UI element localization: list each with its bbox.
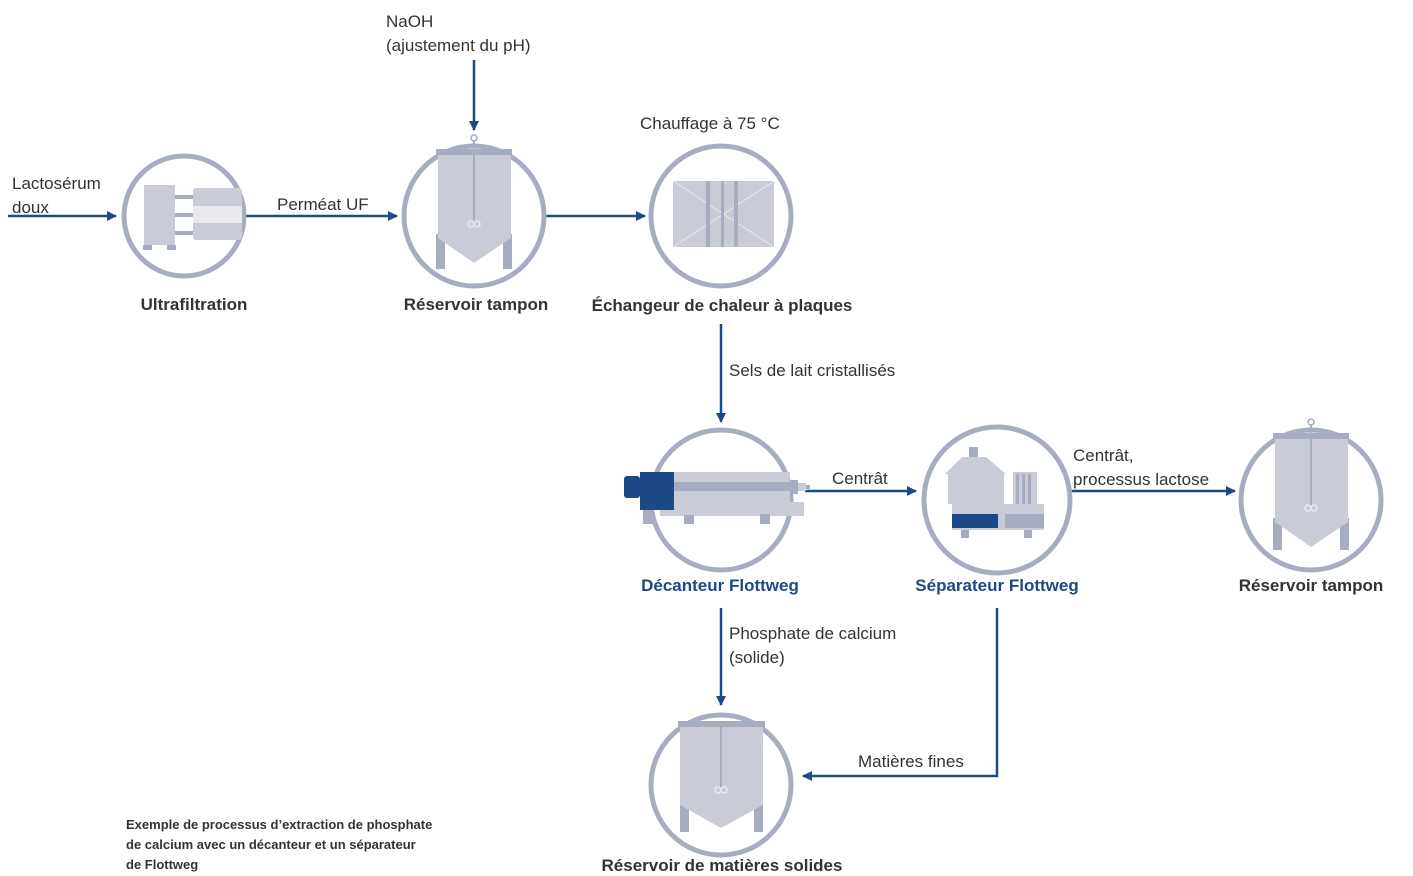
crystallized-salts-label: Sels de lait cristallisés bbox=[729, 361, 896, 380]
arrow-fines bbox=[802, 608, 999, 781]
node-label-solids-tank: Réservoir de matières solides bbox=[601, 856, 843, 875]
whey-label: Lactosérum doux bbox=[12, 174, 101, 217]
ultrafiltration-icon bbox=[143, 185, 242, 250]
flow-arrows bbox=[8, 60, 1236, 781]
solids-tank-icon bbox=[678, 721, 765, 832]
naoh-label: NaOH (ajustement du pH) bbox=[386, 12, 531, 55]
diagram-caption: Exemple de processus d’extraction de pho… bbox=[126, 817, 433, 872]
node-label-ultrafiltration: Ultrafiltration bbox=[140, 295, 248, 314]
separator-icon bbox=[945, 447, 1044, 538]
permeate-label: Perméat UF bbox=[277, 195, 369, 214]
buffer-tank-2-icon bbox=[1273, 418, 1349, 550]
heating-label: Chauffage à 75 °C bbox=[640, 114, 780, 133]
buffer-tank-1-icon bbox=[436, 134, 512, 269]
fines-label: Matières fines bbox=[858, 752, 964, 771]
calcium-phosphate-label: Phosphate de calcium (solide) bbox=[729, 624, 897, 667]
centrate-label: Centrât bbox=[832, 469, 888, 488]
centrate-lactose-label: Centrât, processus lactose bbox=[1073, 446, 1210, 489]
node-label-decanter: Décanteur Flottweg bbox=[641, 576, 799, 595]
node-label-separator: Séparateur Flottweg bbox=[915, 576, 1079, 595]
node-label-buffer-tank-1: Réservoir tampon bbox=[403, 295, 549, 314]
node-label-buffer-tank-2: Réservoir tampon bbox=[1238, 576, 1384, 595]
node-label-heat-exchanger: Échangeur de chaleur à plaques bbox=[591, 296, 853, 315]
heat-exchanger-icon bbox=[672, 180, 775, 248]
decanter-icon bbox=[624, 472, 810, 524]
